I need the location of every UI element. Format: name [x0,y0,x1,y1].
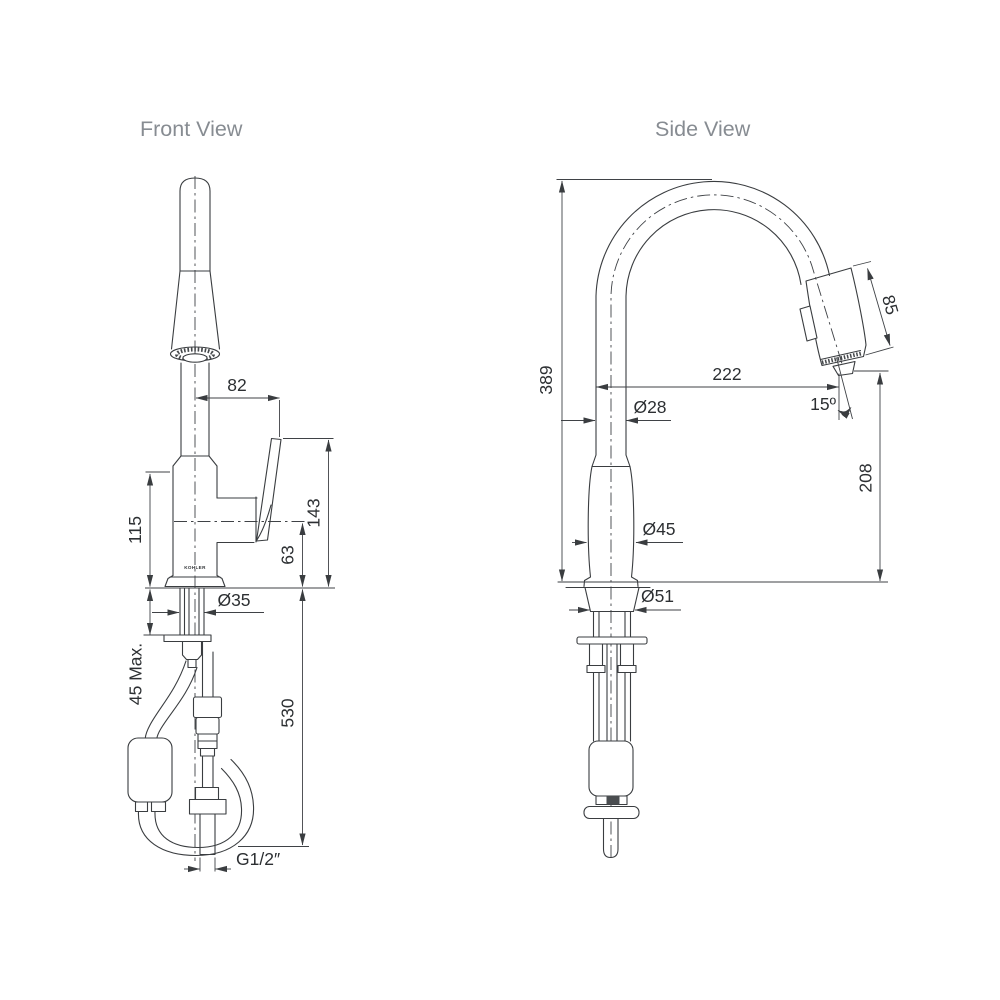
front-view: Front View KOHLER [125,117,335,873]
deck-flange [163,634,212,643]
weight-tab-2 [150,801,167,813]
dim-base-diameter: Ø51 [641,586,674,606]
fitting-block-2 [195,716,220,735]
dim-body-height: 115 [125,516,145,544]
front-view-dimensions: 82 143 115 63 530 45 Max. Ø35 [125,375,335,873]
dim-sprayhead-length: 85 [878,293,903,317]
supply-connector [188,798,227,815]
side-shank [592,610,632,638]
dim-handle-reach: 82 [227,375,246,395]
side-body-joint [591,454,631,468]
dim-body-diameter: Ø45 [642,519,675,539]
side-view-title: Side View [655,117,751,141]
hose-weight [127,737,173,803]
side-wing-flange [583,805,640,820]
angle-arc-15 [837,407,852,419]
side-washer [576,636,648,645]
side-sprayface-nozzles [821,351,862,365]
side-spray-outlet [832,360,856,377]
mount-bolt-right [619,643,635,667]
side-view: Side View [536,117,903,859]
side-view-faucet [557,180,888,859]
side-center-tube [606,643,618,742]
dim-spout-reach: 222 [712,364,741,384]
side-body [583,465,639,588]
hose-loop [137,758,255,857]
front-view-faucet: KOHLER [127,176,308,861]
side-weight-nut-center [606,796,620,805]
mount-bolt-left [588,643,604,667]
side-escutcheon [584,586,640,613]
fitting-block-1 [192,696,223,719]
handle-lever [255,437,282,542]
side-view-dimensions: 389 222 85 15º Ø28 208 Ø45 [536,179,903,614]
side-hoses [592,672,632,742]
sprayface-nozzles [175,347,215,362]
body-sides [172,465,218,577]
ext-g12 [199,857,216,872]
side-sprayhead [805,267,867,367]
spout-tube [180,362,210,457]
body-shoulder [172,455,218,467]
dim-deck-thickness: 45 Max. [126,643,146,705]
weight-tab-1 [134,801,149,813]
fitting-ring-1 [197,733,218,742]
dim-handle-height: 143 [304,498,324,527]
side-supply-tail [602,817,619,859]
gooseneck-outer [595,180,831,456]
fitting-ring-2 [197,740,218,750]
dim-outlet-to-base: 63 [278,545,298,564]
mount-bolt-left-foot [586,664,606,674]
dim-outlet-height: 208 [856,463,876,492]
dim-spray-angle: 15º [810,394,836,414]
mounting-shank [179,587,205,643]
supply-tail [199,813,216,856]
ext-85 [852,261,894,356]
dim-supply-connection: G1/2″ [236,849,280,869]
dim-spout-diameter: Ø28 [633,397,666,417]
base-skirt [164,574,226,588]
gooseneck-inner [625,209,802,456]
front-view-title: Front View [140,117,243,141]
fitting-ring-3 [199,747,216,757]
sprayhead-clip [799,305,818,342]
sprayhead-cone [170,270,221,350]
wand-tube [179,177,211,272]
handle-arm [216,496,258,544]
sprayface-outlet [182,353,208,363]
dim-shank-diameter: Ø35 [217,590,250,610]
side-centerline [610,194,844,858]
dim-hose-length: 530 [278,698,298,727]
dimline-85 [867,268,891,346]
supply-hex-nut [194,786,220,801]
mounting-nut [181,640,203,669]
mount-bolt-right-foot [617,664,637,674]
deck-line [557,581,653,589]
brand-logo: KOHLER [184,565,206,570]
side-hose-weight [588,740,634,797]
dim-overall-height: 389 [536,365,556,394]
hose-upper [144,660,198,740]
